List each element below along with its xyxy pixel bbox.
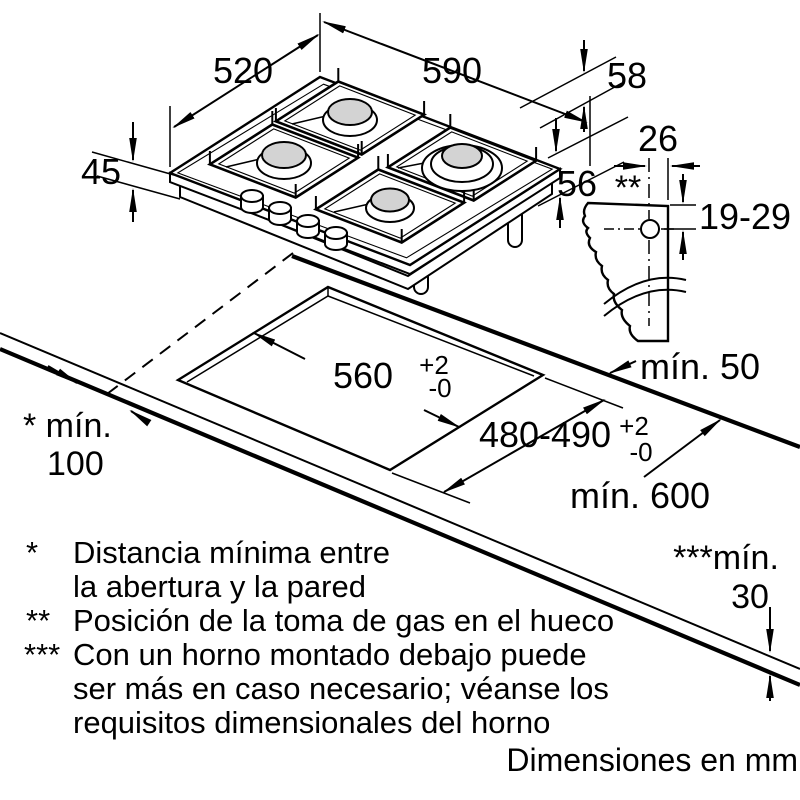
- worktop-view: 560 +2 -0 480-490 +2 -0 mín. 50 * mín. 1…: [0, 252, 800, 701]
- footnote-marker: ***: [24, 637, 60, 672]
- hob-height-label: 45: [81, 151, 121, 192]
- gas-offset-label: 26: [638, 118, 678, 159]
- hob-edge-height-label: 58: [607, 55, 647, 96]
- cutout-depth-label: 480-490: [479, 414, 611, 455]
- extension-line: [91, 151, 175, 176]
- gas-connection-detail: 26 ** 19-29: [581, 118, 791, 343]
- clearance-side-label-2: 100: [47, 445, 104, 483]
- burner-front: [333, 187, 415, 223]
- clearance-rear-label: mín. 50: [640, 346, 760, 387]
- break-line: [603, 288, 687, 317]
- footnotes: * Distancia mínima entre la abertura y l…: [24, 535, 614, 740]
- cabinet-profile: [581, 201, 670, 343]
- cutout-depth-dimension: 480-490 +2 -0: [391, 377, 653, 504]
- worktop-thickness-label-2: 30: [731, 578, 769, 616]
- units-note: Dimensiones en mm: [506, 742, 798, 778]
- cutout-depth-tol-sub: -0: [629, 437, 652, 467]
- burner-cap: [441, 143, 483, 169]
- burner-cap: [370, 187, 410, 213]
- cutout: [175, 285, 546, 472]
- pan-support-inner: [395, 131, 529, 197]
- hob-width-label: 590: [422, 50, 482, 91]
- cutout-depth-tol-sup: +2: [619, 411, 649, 441]
- side-clearance: * mín. 100: [23, 365, 152, 483]
- gas-position-marker: **: [615, 169, 641, 207]
- extension-line: [96, 175, 181, 200]
- dim-line: [442, 399, 606, 493]
- footnote-marker: *: [26, 535, 38, 570]
- projection-dashed-line: [106, 252, 294, 395]
- footnote-text: Posición de la toma de gas en el hueco: [73, 603, 614, 638]
- worktop-front-edge-top: [0, 332, 800, 670]
- control-knobs: [240, 189, 348, 251]
- extension-line: [519, 56, 617, 109]
- dim-line-520: [172, 33, 320, 129]
- clearance-side-label-1: * mín.: [23, 407, 112, 445]
- burner-right-wok: [397, 143, 503, 192]
- burner-left: [225, 141, 312, 180]
- hob-tray-side: [179, 180, 553, 291]
- hob-depth-label: 520: [213, 50, 273, 91]
- leader-arrow: [608, 360, 637, 374]
- worktop-thickness: ***mín. 30: [673, 539, 779, 701]
- burner-cap: [327, 98, 373, 126]
- footnote-marker: **: [26, 603, 50, 638]
- footnote-text: requisitos dimensionales del horno: [73, 705, 550, 740]
- worktop-back-edge: [291, 254, 800, 449]
- dim-line-590: [322, 21, 588, 123]
- control-knob-top: [268, 201, 292, 215]
- gas-range-label: 19-29: [699, 196, 791, 237]
- footnote-text: la abertura y la pared: [73, 569, 366, 604]
- leader-arrow: [643, 418, 722, 478]
- worktop-front-edge-bottom: [0, 347, 800, 687]
- footnote-text: ser más en caso necesario; véanse los: [73, 671, 609, 706]
- pan-support-inner: [217, 128, 351, 194]
- cutout-width-tol-sub: -0: [428, 373, 451, 403]
- extension-line: [391, 472, 471, 504]
- cutout-width-tol-sup: +2: [419, 350, 449, 380]
- burner-cap: [261, 141, 307, 169]
- igniter: [225, 158, 261, 168]
- footnote-text: Distancia mínima entre: [73, 535, 390, 570]
- extension-line: [537, 161, 625, 207]
- footnote-text: Con un horno montado debajo puede: [73, 637, 587, 672]
- control-knob-top: [240, 189, 264, 203]
- hob-install-depth-label: 56: [557, 163, 597, 204]
- hob-dimensions: 520 590 58 56 45: [81, 13, 647, 228]
- igniter: [333, 203, 370, 213]
- dim-arrow: [129, 409, 152, 427]
- pan-support-inner: [323, 173, 457, 239]
- dim-arrow: [47, 365, 79, 385]
- cutout-width-label: 560: [333, 355, 393, 396]
- dim-arrow: [252, 332, 306, 360]
- extension-line: [547, 116, 629, 159]
- clearance-front-label: mín. 600: [570, 475, 710, 516]
- cutout-opening: [175, 285, 546, 472]
- control-knob-top: [296, 214, 320, 228]
- worktop-thickness-label-1: ***mín.: [673, 539, 779, 577]
- gas-connection-circle: [640, 219, 660, 239]
- rear-clearance: mín. 50: [608, 346, 760, 387]
- control-knob-top: [324, 226, 348, 240]
- extension-line: [544, 377, 624, 409]
- front-clearance: mín. 600: [570, 418, 722, 516]
- break-line: [603, 276, 687, 305]
